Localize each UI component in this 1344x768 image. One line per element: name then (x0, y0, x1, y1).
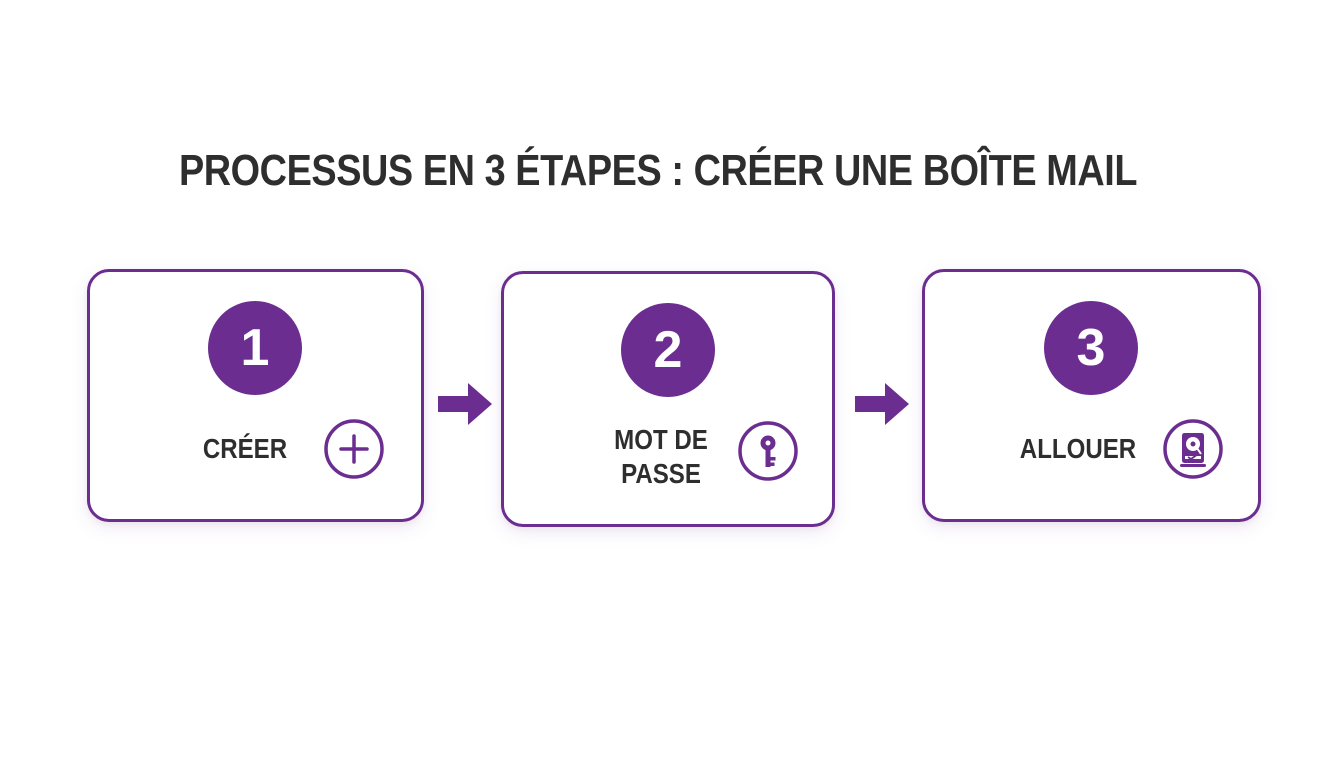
arrow-right-icon (438, 383, 492, 425)
step-number-badge-2: 2 (621, 303, 715, 397)
step-label-1: CRÉER (202, 433, 288, 464)
hard-drive-icon (1163, 419, 1223, 479)
step-number-badge-3: 3 (1044, 301, 1138, 395)
plus-icon (324, 419, 384, 479)
diagram-title: PROCESSUS EN 3 ÉTAPES : CRÉER UNE BOÎTE … (178, 146, 1138, 195)
step-card-2: 2 MOT DE PASSE (501, 271, 835, 527)
step-card-3: 3 ALLOUER (922, 269, 1261, 522)
arrow-right-icon (855, 383, 909, 425)
step-card-1: 1 CRÉER (87, 269, 424, 522)
step-label-2: MOT DE PASSE (614, 424, 708, 489)
step-number-badge-1: 1 (208, 301, 302, 395)
key-icon (738, 421, 798, 481)
step-label-3: ALLOUER (1019, 433, 1137, 464)
